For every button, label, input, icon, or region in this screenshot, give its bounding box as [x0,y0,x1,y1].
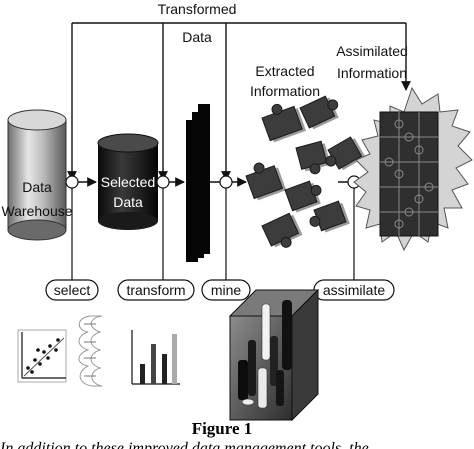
rules-list-icon [78,315,103,387]
assimilated-label-line1: Assimilated [336,43,408,59]
selected-data-cylinder [97,133,159,230]
step-select: select [45,279,99,301]
scatter-plot-icon [17,329,67,383]
step-mine-label: mine [211,282,242,298]
feedback-loop [67,22,411,181]
transformed-data-stack [186,104,210,262]
data-warehouse-cylinder [7,109,67,241]
bar-chart-icon [131,330,180,385]
step-transform: transform [117,279,195,301]
step-assimilate-label: assimilate [323,282,385,298]
assimilated-label-line2: Information [337,65,407,81]
assembled-puzzle [379,111,439,237]
step-assimilate: assimilate [313,279,395,301]
step-mine: mine [201,279,251,301]
warehouse-label-line2: Warehouse [1,203,72,219]
step-transform-label: transform [126,282,185,298]
extracted-puzzle-pieces [245,95,366,248]
selected-label-line1: Selected [101,174,155,190]
step-connectors [71,188,355,280]
top-label-transformed: Transformed [158,1,237,17]
body-text-cutoff: In addition to these improved data manag… [0,440,369,449]
mining-cube-visual [228,288,320,422]
step-select-label: select [54,282,91,298]
figure-caption: Figure 1 [192,419,253,438]
warehouse-label-line1: Data [22,179,52,195]
selected-label-line2: Data [113,194,143,210]
extracted-label-line2: Information [250,83,320,99]
extracted-label-line1: Extracted [255,63,314,79]
top-label-data: Data [182,29,212,45]
